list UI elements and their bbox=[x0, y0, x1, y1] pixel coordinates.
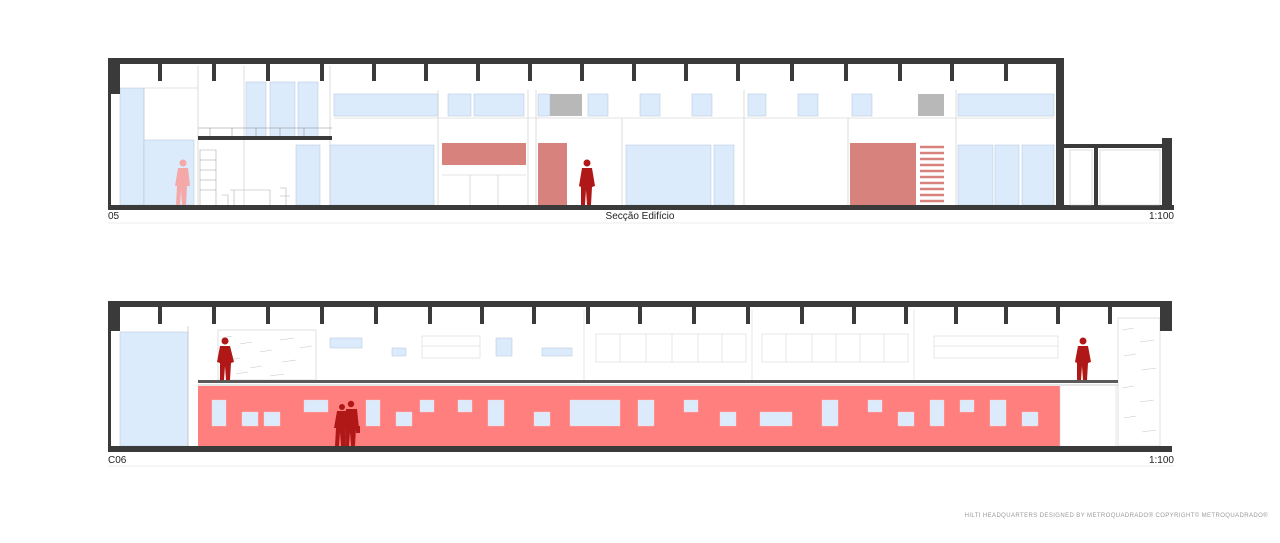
walkway-slab bbox=[198, 380, 1118, 383]
red-striped-panel bbox=[920, 145, 944, 203]
roof-beams-c06 bbox=[158, 307, 1112, 324]
human-figure-group bbox=[334, 400, 360, 446]
red-panels bbox=[442, 143, 916, 205]
wall-openings bbox=[211, 399, 1039, 427]
upper-partitions bbox=[421, 310, 1117, 446]
mezzanine-railing bbox=[198, 127, 332, 136]
mezzanine-slab bbox=[198, 136, 332, 140]
floor-slab-c06 bbox=[108, 446, 1172, 452]
human-figure-upper-right bbox=[1075, 337, 1091, 380]
roof-beams bbox=[158, 64, 1008, 81]
gray-panels bbox=[550, 94, 944, 116]
right-wall-c06 bbox=[1160, 301, 1172, 331]
human-figure-upper-left bbox=[217, 337, 234, 380]
furniture bbox=[222, 187, 290, 205]
left-glass bbox=[119, 331, 189, 447]
section-c06 bbox=[108, 301, 1174, 467]
stair bbox=[199, 149, 217, 205]
upper-glass-panels bbox=[329, 337, 573, 357]
left-wall-lower bbox=[108, 94, 111, 208]
copyright-credit: HILTI HEADQUARTERS DESIGNED BY METROQUAD… bbox=[964, 513, 1268, 519]
section-number-bottom: C06 bbox=[108, 455, 127, 466]
right-wall bbox=[1056, 58, 1064, 208]
floor-slab bbox=[108, 205, 1174, 210]
partitions bbox=[143, 66, 1054, 205]
roof-slab-c06 bbox=[108, 301, 1172, 307]
left-wall-lower-c06 bbox=[108, 331, 111, 451]
human-figure-dark bbox=[579, 159, 595, 205]
roof-slab bbox=[108, 58, 1064, 64]
section-title-top: Secção Edifício bbox=[605, 211, 675, 222]
section-05 bbox=[108, 58, 1174, 224]
scale-label-bottom: 1:100 bbox=[1148, 455, 1174, 466]
left-wall-c06 bbox=[108, 301, 120, 331]
left-wall bbox=[108, 58, 120, 94]
annex bbox=[1064, 138, 1172, 208]
section-number-top: 05 bbox=[108, 211, 120, 222]
scale-label-top: 1:100 bbox=[1148, 211, 1174, 222]
human-figure-light bbox=[175, 159, 190, 205]
